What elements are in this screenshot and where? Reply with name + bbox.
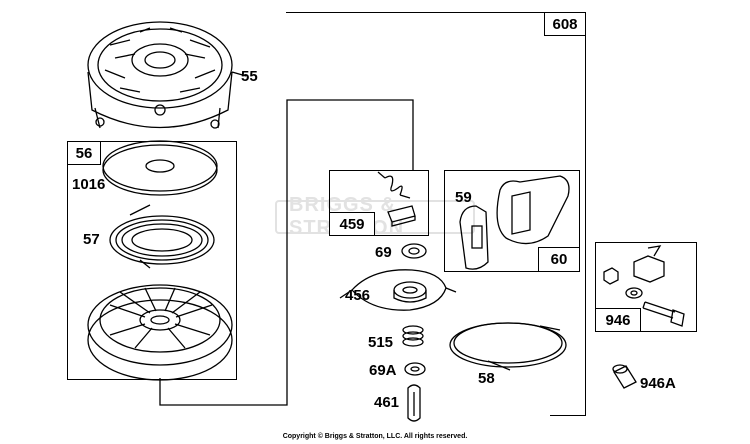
part-label-515: 515: [368, 334, 394, 351]
copyright-notice: Copyright © Briggs & Stratton, LLC. All …: [282, 433, 468, 440]
part-label-456: 456: [345, 287, 371, 304]
hardware-kit-parts: [603, 245, 685, 327]
starter-pulley-part: [87, 284, 233, 381]
spring-459-part: [377, 171, 416, 227]
starter-pulley-assembly-box: [67, 141, 237, 380]
rewind-spring-part: [109, 204, 215, 269]
box-459-tag: 459: [329, 212, 375, 236]
washer-69-part: [401, 243, 427, 259]
box-608-tag: 608: [544, 12, 586, 36]
leader-lines: [159, 71, 414, 406]
part-label-59: 59: [455, 189, 472, 206]
part-label-1016: 1016: [72, 176, 106, 193]
starter-handle-part: [496, 175, 570, 245]
ratchet-part: [339, 269, 457, 311]
starter-rope-part: [449, 322, 567, 371]
part-label-57: 57: [83, 231, 100, 248]
washer-69a-part: [404, 362, 426, 376]
pin-461-part: [407, 384, 421, 422]
part-label-946a: 946A: [640, 375, 676, 392]
part-label-58: 58: [478, 370, 495, 387]
spring-515-part: [402, 325, 424, 347]
part-label-55: 55: [241, 68, 258, 85]
handle-insert-part: [459, 205, 489, 270]
part-label-69a: 69A: [369, 362, 397, 379]
box-946-tag: 946: [595, 308, 641, 332]
hardware-kit-box: [595, 242, 697, 332]
box-60-tag: 60: [538, 247, 580, 272]
part-label-69: 69: [375, 244, 392, 261]
handle-kit-box: [444, 170, 580, 272]
box-56-tag: 56: [67, 141, 101, 165]
main-bottom-line: [550, 12, 586, 416]
starter-housing-part: [87, 21, 233, 129]
cap-946a-part: [612, 364, 637, 389]
spring-kit-box: [329, 170, 429, 236]
part-label-461: 461: [374, 394, 400, 411]
main-box-right-edge: [286, 12, 586, 13]
